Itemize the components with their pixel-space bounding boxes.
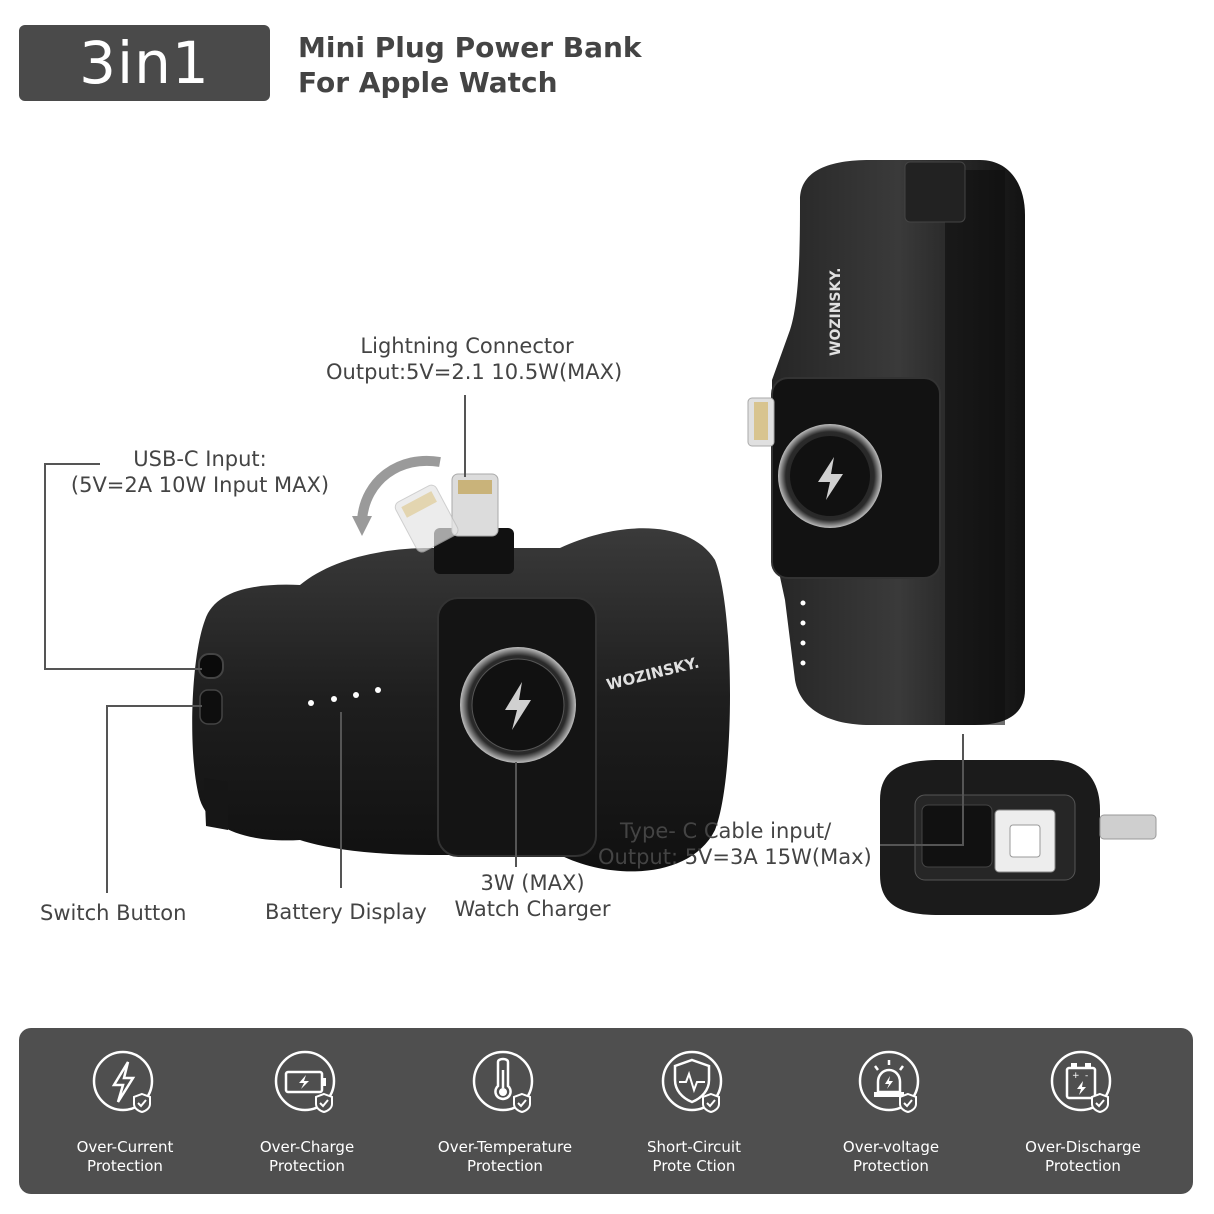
feature-subtitle: Protection <box>87 1157 163 1175</box>
watch-charger-callout: 3W (MAX) Watch Charger <box>440 870 625 922</box>
leader-usbc-h <box>44 463 100 465</box>
battery-led <box>308 700 314 706</box>
leader-switch-h <box>106 705 202 707</box>
title-line-1: Mini Plug Power Bank <box>298 31 642 64</box>
switch-button-label: Switch Button <box>40 901 187 925</box>
feature-label: Over-voltage Protection <box>801 1138 981 1176</box>
lightning-title: Lightning Connector <box>360 334 574 358</box>
lightning-callout: Lightning Connector Output:5V=2.1 10.5W(… <box>326 333 623 385</box>
rotate-arrow <box>357 455 441 521</box>
thermometer-icon <box>472 1050 534 1114</box>
alarm-light-icon <box>858 1050 920 1114</box>
leader-usbc-v <box>44 463 46 669</box>
battery-led <box>375 687 381 693</box>
battery-led <box>353 692 359 698</box>
feature-title: Over-Discharge <box>1025 1138 1141 1156</box>
feature-badge: 3in1 <box>19 25 270 101</box>
watch-charger-title: Watch Charger <box>454 897 611 921</box>
feature-label: Over-Temperature Protection <box>415 1138 595 1176</box>
feature-over-charge: Over-Charge Protection <box>217 1028 397 1194</box>
typec-spec: Output: 5V=3A 15W(Max) <box>598 845 872 869</box>
feature-subtitle: Prote Ction <box>652 1157 736 1175</box>
title-line-2: For Apple Watch <box>298 66 558 99</box>
badge-text: 3in1 <box>79 29 210 97</box>
watch-charger-power: 3W (MAX) <box>480 871 585 895</box>
feature-subtitle: Protection <box>853 1157 929 1175</box>
connector-hinge <box>434 528 514 574</box>
leader-usbc-h2 <box>44 668 202 670</box>
battery-led <box>331 696 337 702</box>
feature-title: Short-Circuit <box>647 1138 741 1156</box>
leader-battery <box>340 712 342 888</box>
usbc-title: USB-C Input: <box>133 447 267 471</box>
feature-subtitle: Protection <box>1045 1157 1121 1175</box>
product-illustration: WOZINSKY. WOZINSKY. <box>192 160 1157 915</box>
feature-subtitle: Protection <box>269 1157 345 1175</box>
feature-short-circuit: Short-Circuit Prote Ction <box>604 1028 784 1194</box>
leader-watch <box>515 762 517 867</box>
typec-title: Type- C Cable input/ <box>620 819 832 843</box>
svg-text:+: + <box>1072 1071 1080 1081</box>
battery-discharge-icon: + - <box>1050 1050 1112 1114</box>
typec-callout: Type- C Cable input/ Output: 5V=3A 15W(M… <box>598 818 872 870</box>
power-bank-front: WOZINSKY. <box>192 455 730 872</box>
usbc-spec: (5V=2A 10W Input MAX) <box>70 473 330 497</box>
leader-typec-v <box>962 734 964 844</box>
leader-switch-v <box>106 705 108 893</box>
lightning-bolt-icon <box>505 682 531 730</box>
lightning-shield-icon <box>92 1050 154 1114</box>
brand-logo-text-side: WOZINSKY. <box>828 268 844 357</box>
feature-title: Over-voltage <box>842 1138 940 1156</box>
page-title: Mini Plug Power Bank For Apple Watch <box>298 30 642 100</box>
feature-title: Over-Temperature <box>437 1138 573 1156</box>
feature-title: Over-Current <box>76 1138 174 1156</box>
leader-typec-h <box>880 844 964 846</box>
battery-charge-icon <box>274 1050 336 1114</box>
feature-subtitle: Protection <box>467 1157 543 1175</box>
feature-title: Over-Charge <box>259 1138 355 1156</box>
lightning-spec: Output:5V=2.1 10.5W(MAX) <box>326 360 623 384</box>
feature-label: Over-Current Protection <box>35 1138 215 1176</box>
usbc-port <box>198 653 224 679</box>
protection-features-panel: Over-Current Protection Over-Charge Prot… <box>19 1028 1193 1194</box>
feature-over-voltage: Over-voltage Protection <box>801 1028 981 1194</box>
hinge-slot <box>204 778 228 830</box>
feature-label: Over-Charge Protection <box>217 1138 397 1176</box>
svg-text:-: - <box>1085 1071 1088 1081</box>
feature-label: Short-Circuit Prote Ction <box>604 1138 784 1176</box>
feature-over-discharge: + - Over-Discharge Protection <box>993 1028 1173 1194</box>
switch-button <box>199 689 223 725</box>
leader-lightning <box>464 395 466 477</box>
power-bank-side: WOZINSKY. <box>747 160 1025 725</box>
battery-display-label: Battery Display <box>265 900 427 924</box>
feature-label: Over-Discharge Protection <box>993 1138 1173 1176</box>
power-bank-bottom <box>880 760 1157 915</box>
usbc-callout: USB-C Input: (5V=2A 10W Input MAX) <box>60 446 340 498</box>
feature-over-temperature: Over-Temperature Protection <box>415 1028 595 1194</box>
feature-over-current: Over-Current Protection <box>35 1028 215 1194</box>
circuit-shield-icon <box>661 1050 723 1114</box>
